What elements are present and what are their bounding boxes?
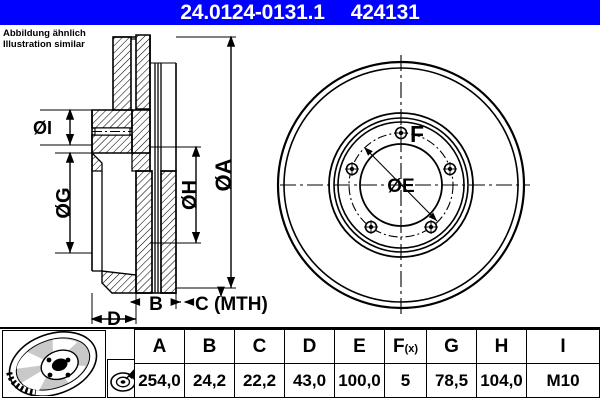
table-header-g: G (426, 329, 477, 364)
hub-upper-section (112, 34, 151, 111)
table-value-g: 78,5 (426, 363, 477, 398)
table-header-f-base: F (392, 335, 405, 357)
vent-gap (154, 171, 159, 293)
table-header-f-sub: (x) (404, 342, 419, 355)
bolt-holes (345, 126, 457, 234)
dimension-diameter-a (176, 35, 236, 289)
dimension-diameter-h (150, 145, 201, 244)
specification-table-area: A B C D E F(x) G H I 254,0 24,2 22,2 4 (0, 327, 600, 401)
table-header-row: A B C D E F(x) G H I (134, 329, 600, 364)
label-diameter-i: ØI (33, 118, 52, 138)
bolt-hole (345, 162, 359, 176)
table-header-e: E (334, 329, 385, 364)
table-value-a: 254,0 (134, 363, 185, 398)
disc-friction-outer-circle (283, 67, 519, 303)
table-value-e: 100,0 (334, 363, 385, 398)
table-value-d: 43,0 (284, 363, 335, 398)
label-bolt-hole-f: F (410, 121, 424, 147)
label-height-d: D (107, 309, 121, 327)
disclaimer-line-en: Illustration similar (3, 39, 85, 50)
disc-neck (131, 109, 151, 172)
table-header-a: A (134, 329, 185, 364)
bolt-hole (394, 126, 408, 140)
bolt-hole (443, 162, 457, 176)
label-diameter-h: ØH (179, 180, 201, 210)
header-bar: 24.0124-0131.1 424131 (0, 0, 600, 25)
drawing-svg: ØA ØH ØG (33, 34, 530, 327)
table-value-i: M10 (526, 363, 600, 398)
disclaimer-text: Abbildung ähnlich Illustration similar (3, 28, 86, 50)
part-number: 24.0124-0131.1 (180, 1, 325, 24)
table-value-c: 22,2 (234, 363, 285, 398)
table-value-f: 5 (384, 363, 427, 398)
disc-outer-circle (276, 60, 526, 310)
dimension-lines: ØA ØH ØG (33, 35, 268, 327)
label-diameter-g: ØG (53, 187, 75, 218)
drawing-area: ØA ØH ØG (0, 25, 600, 327)
dimension-diameter-i (40, 108, 92, 146)
table-header-f: F(x) (384, 329, 427, 364)
friction-ring-top (149, 35, 177, 171)
dimension-c (183, 286, 225, 306)
bolt-hole (364, 220, 378, 234)
table-value-b: 24,2 (184, 363, 235, 398)
hub-third-circle (337, 121, 465, 249)
friction-ring-outer (160, 170, 177, 294)
dimension-d (90, 293, 137, 324)
dimension-b (129, 293, 181, 309)
table-header-b: B (184, 329, 235, 364)
section-bottom-edges (91, 171, 176, 294)
centre-bore-circle (359, 143, 443, 227)
label-thickness-b: B (149, 294, 163, 315)
label-min-thickness-c: C (MTH) (195, 294, 268, 315)
table-header-i: I (526, 329, 600, 364)
table-value-row: 254,0 24,2 22,2 43,0 100,0 5 78,5 104,0 … (134, 363, 600, 398)
table-header-h: H (476, 329, 527, 364)
pitch-diameter-arrow (364, 147, 438, 222)
dimension-diameter-g (55, 151, 92, 254)
label-pitch-circle-e: ØE (387, 176, 414, 197)
hub-outer-circle (328, 112, 474, 258)
header-title: 24.0124-0131.1 424131 (0, 0, 600, 25)
bolt-hole (424, 220, 438, 234)
article-number: 424131 (350, 1, 420, 24)
specification-table: A B C D E F(x) G H I 254,0 24,2 22,2 4 (134, 329, 600, 398)
table-header-d: D (284, 329, 335, 364)
front-view: F ØE (276, 55, 530, 315)
friction-ring-inner (135, 170, 153, 294)
table-header-c: C (234, 329, 285, 364)
label-diameter-a: ØA (211, 158, 236, 191)
disclaimer-line-de: Abbildung ähnlich (3, 28, 86, 39)
cross-section-view (91, 34, 177, 294)
table-value-h: 104,0 (476, 363, 527, 398)
hub-second-circle (333, 117, 469, 253)
brake-disc-3d-icon (2, 330, 106, 398)
hub-centre-block (91, 109, 133, 172)
